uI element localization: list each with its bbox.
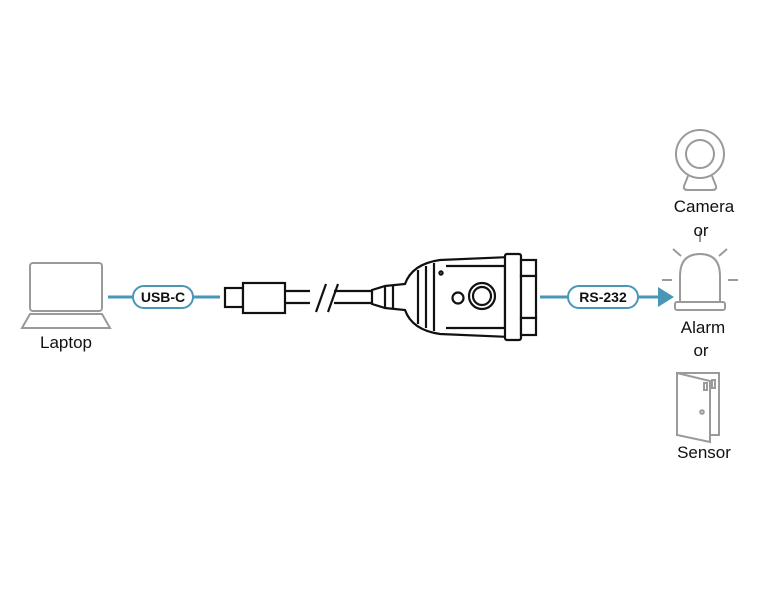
usb-to-serial-adapter-icon — [370, 252, 538, 342]
alarm-label: Alarm — [680, 318, 726, 337]
sensor-label: Sensor — [677, 443, 731, 462]
or-label: or — [693, 341, 709, 360]
laptop-label: Laptop — [40, 333, 92, 352]
door-sensor-icon — [676, 371, 720, 444]
camera-icon — [675, 129, 725, 191]
usb-cable-icon — [223, 281, 372, 315]
rs-232-badge: RS-232 — [567, 285, 639, 309]
arrow-head-icon — [658, 287, 674, 307]
or-label: or — [693, 221, 709, 240]
usb-c-badge: USB-C — [132, 285, 194, 309]
alarm-icon — [662, 231, 738, 311]
laptop-icon — [20, 262, 112, 329]
camera-label: Camera — [673, 197, 735, 216]
